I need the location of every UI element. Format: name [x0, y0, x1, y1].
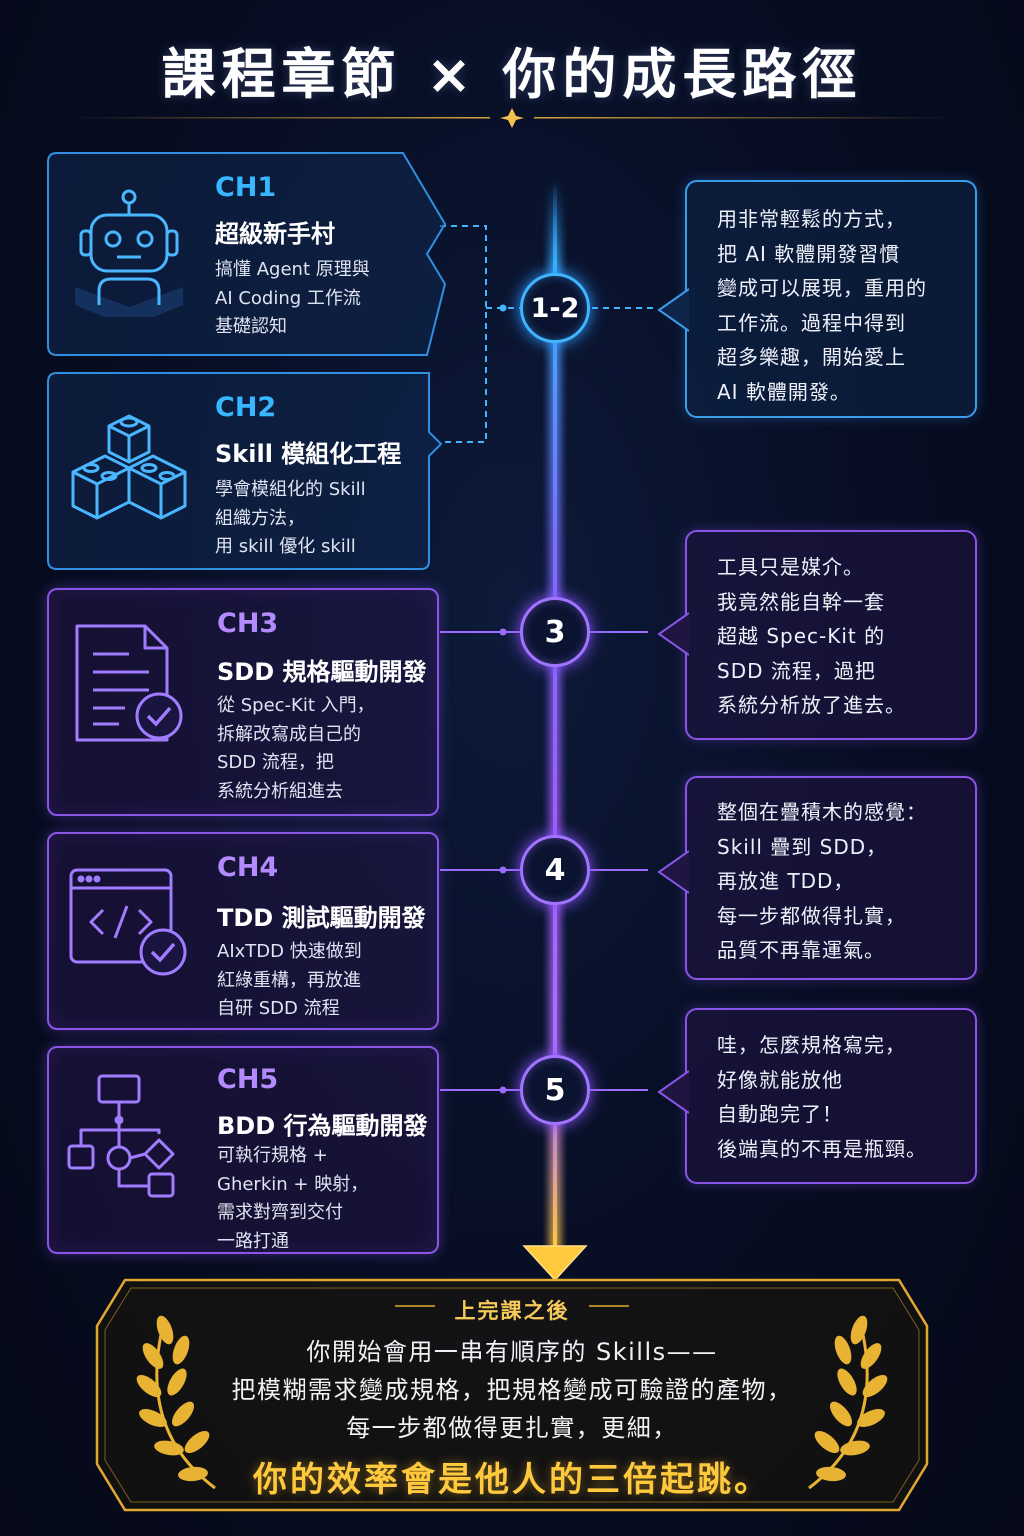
chapter-description: AIxTDD 快速做到紅綠重構，再放進自研 SDD 流程	[217, 941, 362, 1019]
final-highlight: 你的效率會是他人的三倍起跳。	[253, 1460, 771, 1500]
milestone-node-3: 3	[520, 597, 590, 667]
quote-text: 整個在疊積木的感覺：Skill 疊到 SDD，再放進 TDD，每一步都做得扎實，…	[717, 800, 927, 962]
ch1-card-frame	[47, 152, 447, 356]
quote-bubble-5: 哇，怎麼規格寫完，好像就能放他自動跑完了！後端真的不再是瓶頸。	[657, 1008, 977, 1184]
chapter-card-ch5: CH5 BDD 行為驅動開發 可執行規格 +Gherkin + 映射，需求對齊到…	[47, 1046, 439, 1254]
building-blocks-icon	[71, 414, 187, 520]
document-check-icon	[75, 624, 183, 742]
chapter-name: TDD 測試驅動開發	[217, 904, 426, 932]
chapter-label: CH4	[217, 852, 279, 883]
chapter-label: CH5	[217, 1064, 279, 1095]
laurel-wreath-icon	[136, 1315, 216, 1490]
chapter-description: 可執行規格 +Gherkin + 映射，需求對齊到交付一路打通	[217, 1145, 369, 1252]
milestone-node-1-2: 1-2	[520, 273, 590, 343]
final-summary: 你開始會用一串有順序的 Skills—— 把模糊需求變成規格，把規格變成可驗證的…	[231, 1338, 793, 1442]
laurel-wreath-icon	[808, 1315, 888, 1490]
chapter-name: SDD 規格驅動開發	[217, 658, 427, 686]
milestone-node-5: 5	[520, 1055, 590, 1125]
final-panel	[95, 1278, 929, 1512]
quote-text: 哇，怎麼規格寫完，好像就能放他自動跑完了！後端真的不再是瓶頸。	[717, 1033, 927, 1161]
bubble-tail	[657, 1070, 689, 1114]
chapter-label: CH1	[215, 172, 277, 203]
milestone-node-4: 4	[520, 835, 590, 905]
chapter-label: CH3	[217, 608, 279, 639]
ch2-card-frame	[47, 372, 443, 570]
title-divider	[70, 108, 954, 128]
flowchart-icon	[67, 1074, 175, 1198]
quote-text: 用非常輕鬆的方式，把 AI 軟體開發習慣變成可以展現，重用的工作流。過程中得到超…	[717, 207, 927, 404]
ch1-2-bracket	[440, 225, 520, 443]
quote-bubble-4: 整個在疊積木的感覺：Skill 疊到 SDD，再放進 TDD，每一步都做得扎實，…	[657, 776, 977, 980]
chapter-name: BDD 行為驅動開發	[217, 1112, 428, 1140]
timeline-arrow-icon	[522, 1245, 588, 1282]
robot-icon	[75, 189, 183, 317]
chapter-name: Skill 模組化工程	[215, 440, 402, 468]
bubble-tail	[657, 850, 689, 894]
chapter-name: 超級新手村	[215, 220, 335, 248]
bubble-tail	[657, 612, 689, 656]
page-title: 課程章節 × 你的成長路徑	[161, 43, 863, 106]
chapter-card-ch4: CH4 TDD 測試驅動開發 AIxTDD 快速做到紅綠重構，再放進自研 SDD…	[47, 832, 439, 1030]
quote-bubble-1-2: 用非常輕鬆的方式，把 AI 軟體開發習慣變成可以展現，重用的工作流。過程中得到超…	[657, 180, 977, 418]
final-label: 上完課之後	[454, 1299, 570, 1323]
chapter-label: CH2	[215, 392, 277, 423]
bubble-tail	[657, 288, 689, 332]
code-window-check-icon	[69, 868, 187, 976]
